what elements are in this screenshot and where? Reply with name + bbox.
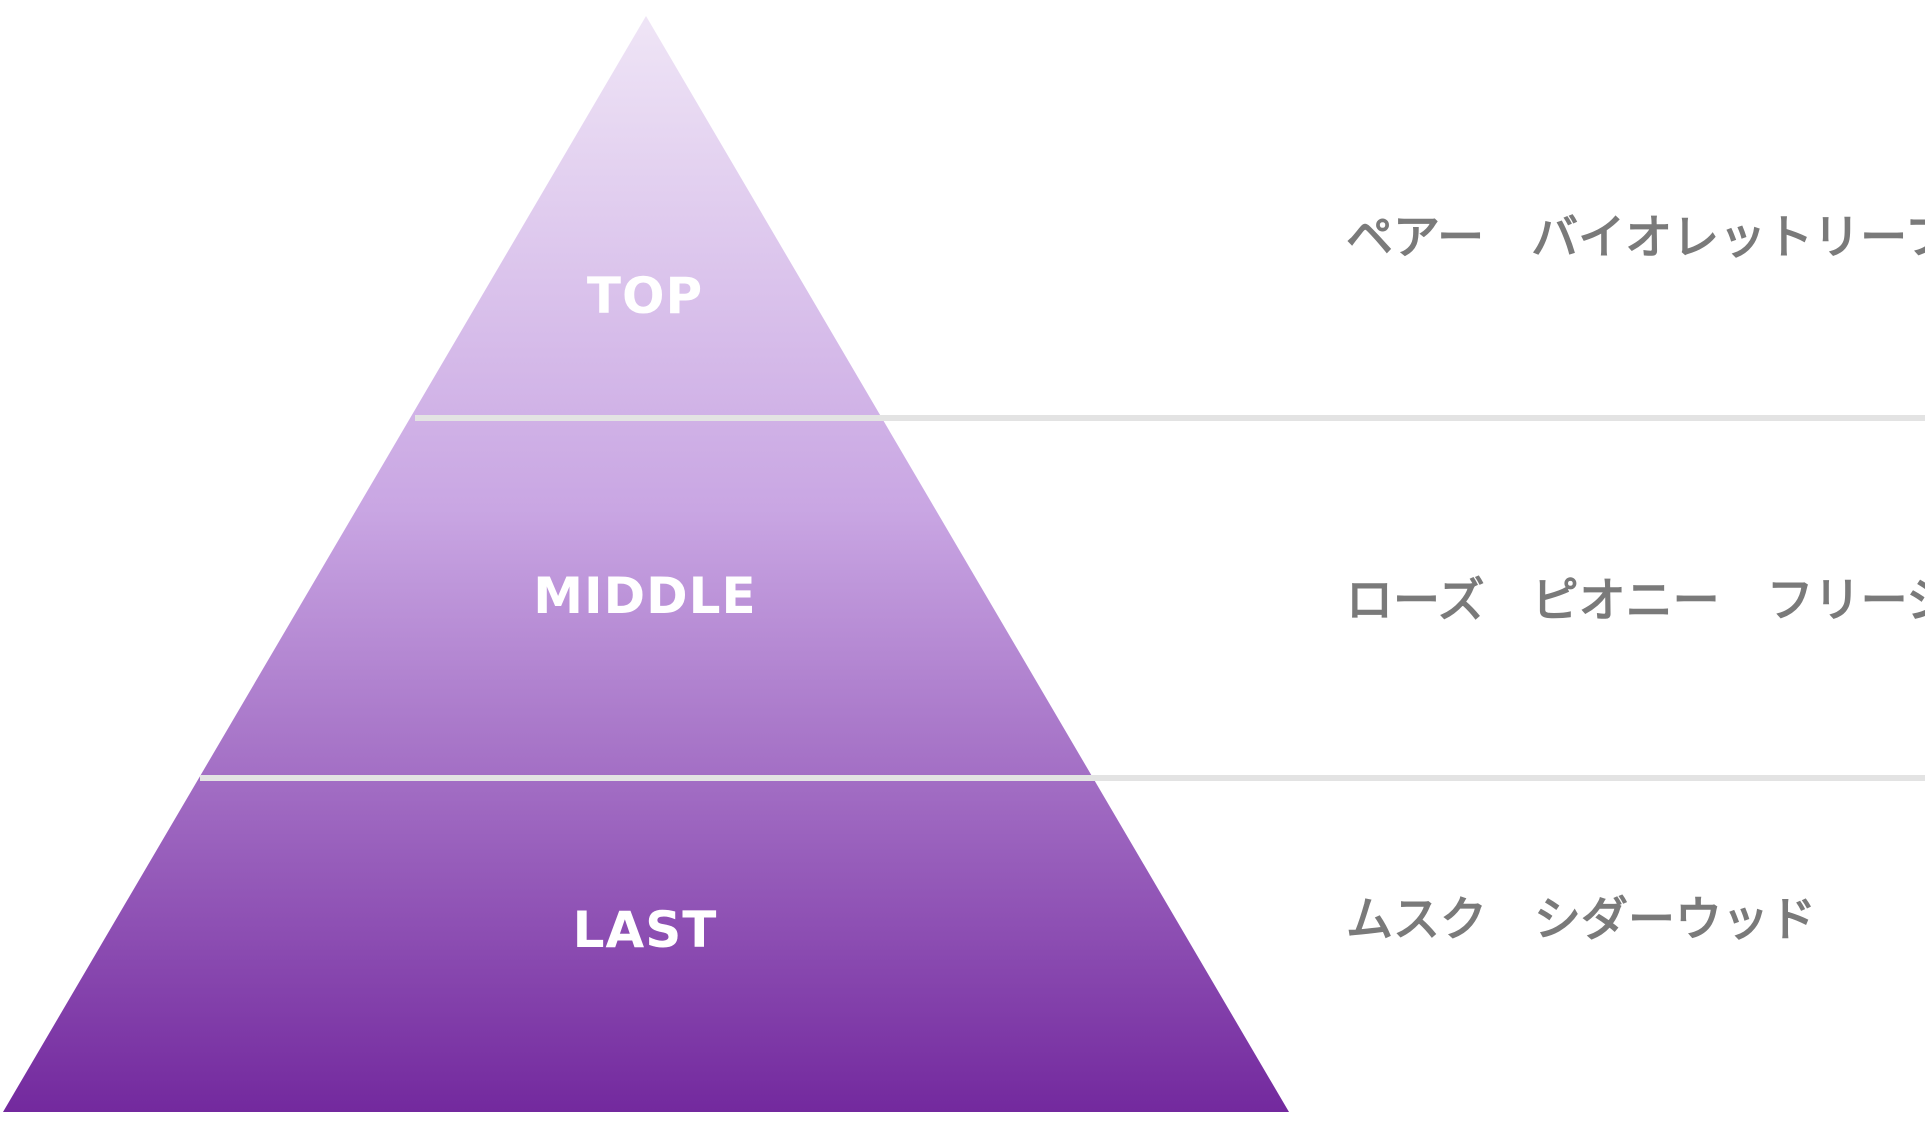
tier-label-last: LAST	[572, 901, 718, 959]
pyramid-shape	[3, 16, 1289, 1112]
tier-label-middle: MIDDLE	[533, 567, 757, 625]
tier-label-top: TOP	[586, 267, 704, 325]
notes-middle: ローズ ピオニー フリージア	[1346, 573, 1925, 629]
notes-top: ペアー バイオレットリーフ	[1346, 210, 1925, 266]
notes-last: ムスク シダーウッド	[1346, 892, 1816, 948]
